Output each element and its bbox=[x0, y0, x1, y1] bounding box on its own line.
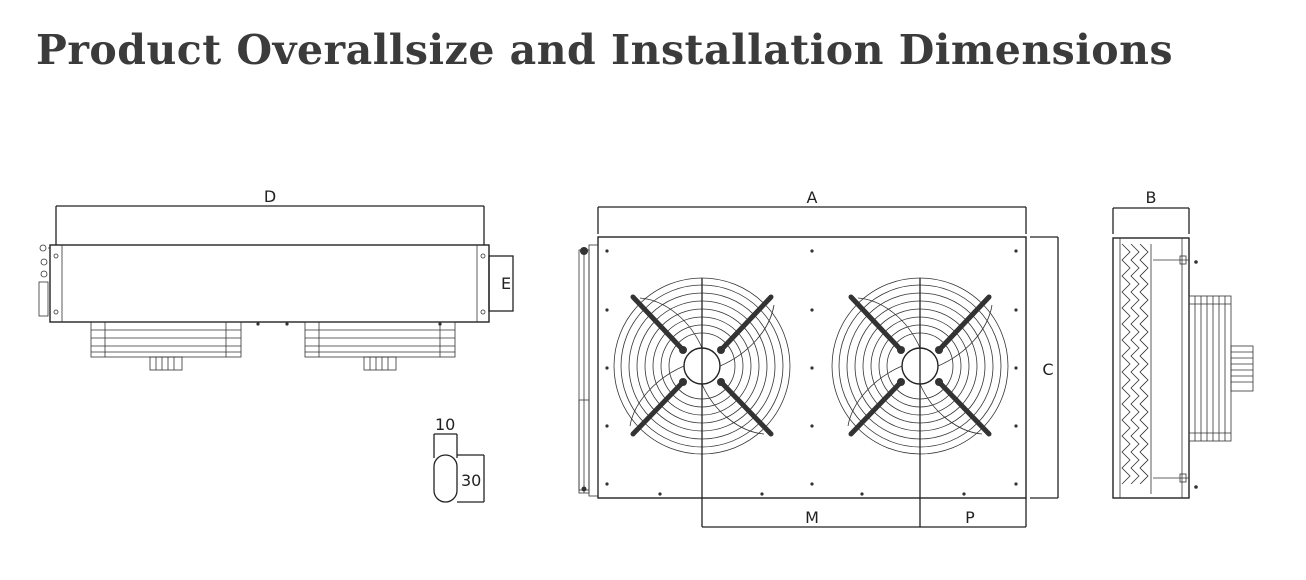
slot-width-label: 10 bbox=[435, 415, 455, 434]
pipe-connections bbox=[38, 244, 50, 317]
dimension-c: C bbox=[1030, 236, 1059, 499]
slot-height-label: 30 bbox=[461, 471, 481, 490]
top-view-casing bbox=[49, 244, 490, 323]
mounting-slot-detail: 10 30 bbox=[433, 415, 485, 503]
dimension-d-label: D bbox=[264, 187, 276, 206]
panel-mounting-holes bbox=[605, 249, 1018, 496]
dimension-a: A bbox=[597, 188, 1027, 234]
dimension-e: E bbox=[488, 255, 514, 312]
dimension-m: M bbox=[702, 508, 920, 528]
side-fan-motor bbox=[1188, 295, 1254, 442]
dimension-c-label: C bbox=[1042, 360, 1053, 379]
top-view: D E bbox=[38, 187, 514, 371]
page-title: Product Overallsize and Installation Dim… bbox=[36, 26, 1174, 74]
dimension-e-label: E bbox=[501, 274, 511, 293]
fan-guard-right bbox=[304, 321, 456, 371]
side-view: B bbox=[1112, 188, 1254, 499]
fan-left bbox=[613, 277, 791, 455]
dimension-b-label: B bbox=[1146, 188, 1157, 207]
front-view: A C bbox=[578, 188, 1059, 528]
dimension-p: P bbox=[920, 508, 1026, 528]
dimension-p-label: P bbox=[965, 508, 975, 527]
dimension-a-label: A bbox=[807, 188, 818, 207]
dimension-m-label: M bbox=[805, 508, 819, 527]
fan-guard-left bbox=[90, 321, 242, 371]
dimension-d: D bbox=[55, 187, 485, 245]
dimension-b: B bbox=[1112, 188, 1190, 234]
coil-fins bbox=[1121, 243, 1152, 494]
header-pipe bbox=[578, 244, 599, 497]
